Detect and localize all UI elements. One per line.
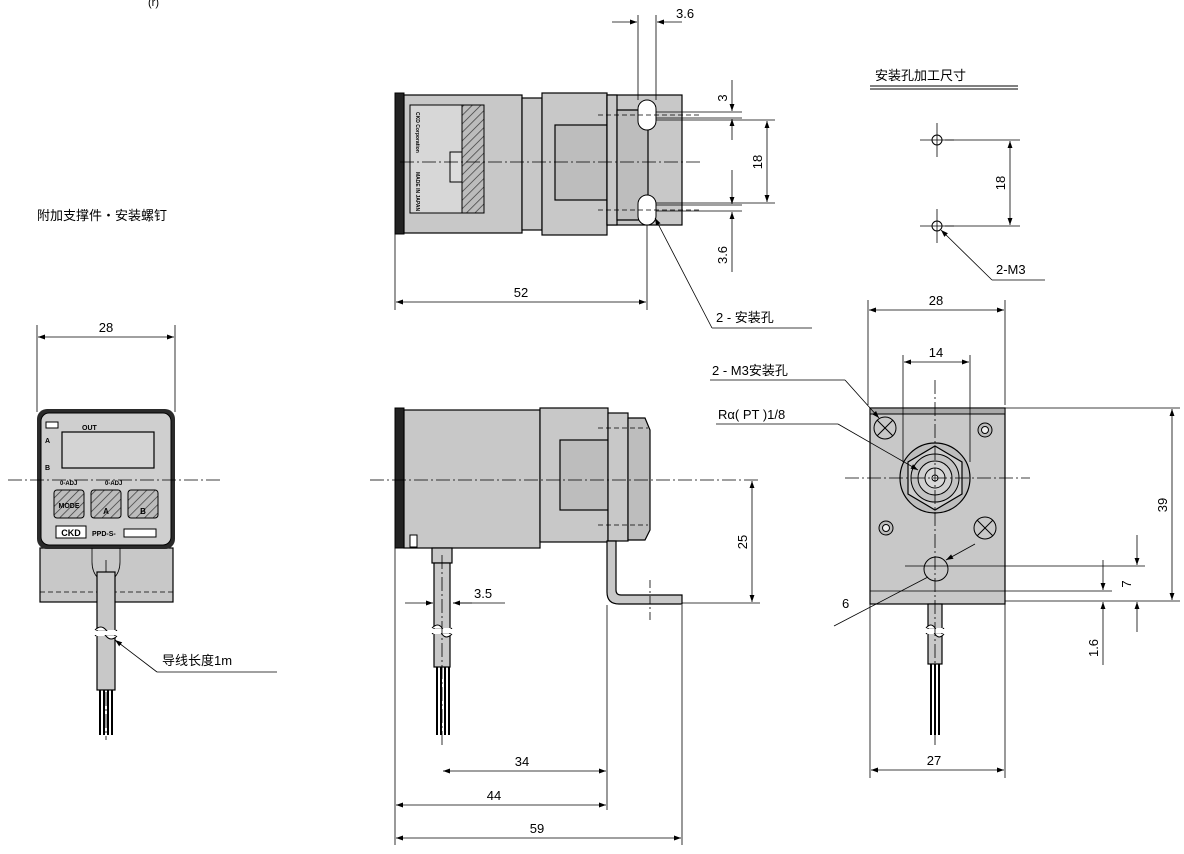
hole-title: 安装孔加工尺寸 [875,68,966,83]
dim-top-slot: 3.6 [676,6,694,21]
dim-top-52: 52 [514,285,528,300]
down-key [127,489,159,519]
m3-mount-hole-label: 2 - M3安装孔 [712,363,788,378]
dim-side-3-5: 3.5 [474,586,492,601]
m3-callout: 2-M3 [996,262,1026,277]
dim-side-25: 25 [735,535,750,549]
top-origin-text: MADE IN JAPAN [414,172,420,211]
front-view: 28 OUT A B 0-ADJ 0-ADJ MODE A B CKD PPD-… [8,320,277,740]
mode-key-label: MODE [59,503,80,510]
rear-view: 28 14 2 - M3安装孔 Rα( PT )1/8 39 7 1.6 6 [710,293,1180,778]
dim-hole-18: 18 [993,176,1008,190]
dim-top-18: 18 [750,155,765,169]
top-view: CKD Corporation MADE IN JAPAN 3.6 3 18 3… [394,6,812,329]
port-thread-label: Rα( PT )1/8 [718,407,785,422]
dim-front-width: 28 [99,320,113,335]
hole-pattern: 安装孔加工尺寸 18 2-M3 [870,68,1045,281]
model-label: PPD-S- [92,531,116,538]
side-view: 3.5 25 34 44 59 [370,407,760,845]
panel-zero-adj: 0-ADJ [60,481,77,487]
dim-side-44: 44 [487,788,501,803]
panel-b-label: B [45,465,50,472]
dim-rear-28: 28 [929,293,943,308]
brand-label: CKD [61,528,81,538]
dim-top-slot-bottom: 3.6 [715,246,730,264]
top-cut-label: (r) [148,0,159,9]
front-display [61,431,155,469]
dim-rear-39: 39 [1155,498,1170,512]
dim-rear-1-6: 1.6 [1086,639,1101,657]
lead-wire-label: 导线长度1m [162,653,232,668]
dim-rear-7: 7 [1119,580,1134,587]
panel-out-label: OUT [82,425,98,432]
mount-hole-label: 2 - 安装孔 [716,310,774,325]
top-maker-text: CKD Corporation [414,112,420,153]
up-key-label: A [103,507,109,516]
dim-rear-27: 27 [927,753,941,768]
dim-side-59: 59 [530,821,544,836]
dim-rear-6: 6 [842,596,849,611]
mode-key [53,489,85,519]
dim-top-3: 3 [715,94,730,101]
up-key [90,489,122,519]
dim-rear-14: 14 [929,345,943,360]
panel-a-label: A [45,438,50,445]
dim-side-34: 34 [515,754,529,769]
accessory-title: 附加支撑件・安装螺钉 [37,208,167,223]
panel-zero-adj-2: 0-ADJ [105,481,122,487]
down-key-label: B [140,507,146,516]
